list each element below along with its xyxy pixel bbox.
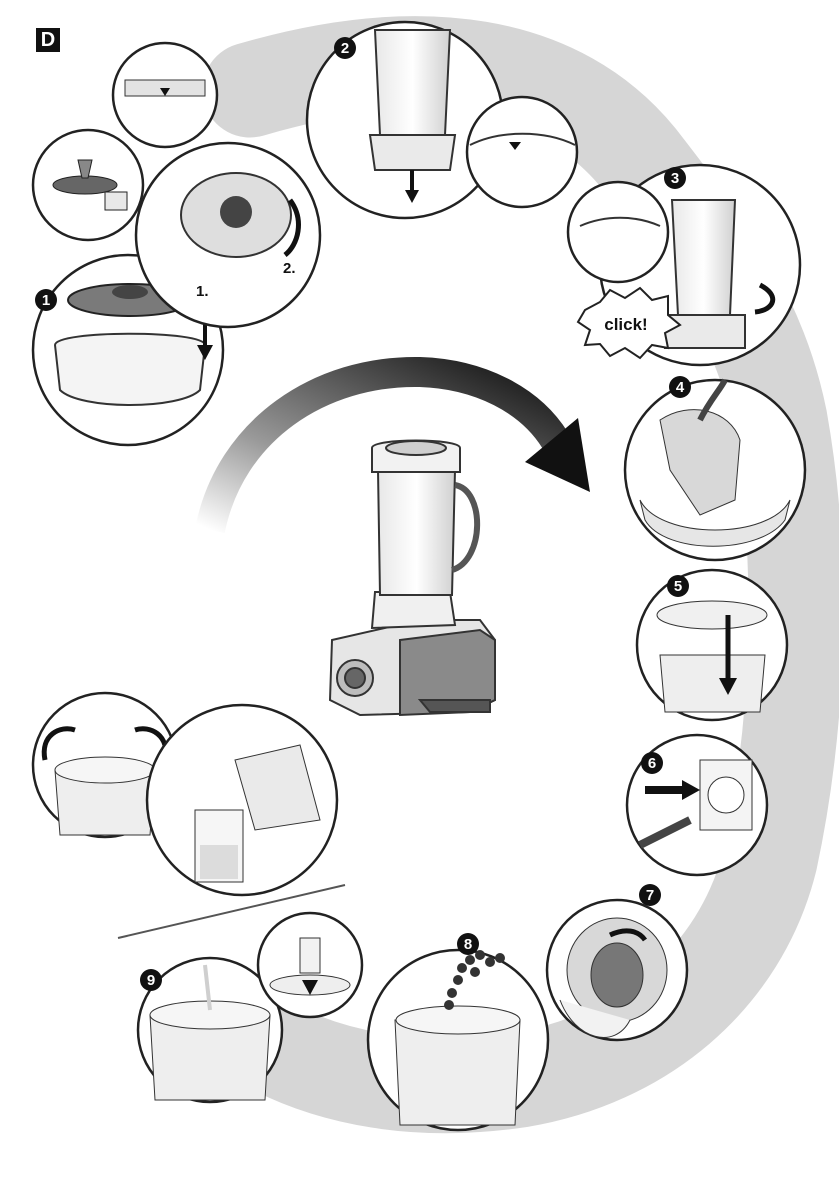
click-callout-text: click! <box>604 315 647 334</box>
svg-text:6: 6 <box>648 755 656 772</box>
step-badge-8: 8 <box>457 933 479 955</box>
step-4-illustration <box>625 380 805 560</box>
step-badge-6: 6 <box>641 752 663 774</box>
blender-illustration <box>330 441 495 716</box>
step-badge-1: 1 <box>35 289 57 311</box>
step-8-illustration <box>368 950 548 1130</box>
svg-text:1: 1 <box>42 292 50 309</box>
step-3-detail-align <box>568 182 668 282</box>
step-badge-9: 9 <box>140 969 162 991</box>
step-5-illustration <box>637 570 787 720</box>
step-7-illustration <box>547 900 687 1040</box>
svg-text:9: 9 <box>147 972 155 989</box>
svg-text:7: 7 <box>646 887 654 904</box>
serve-pour-illustration <box>147 705 337 895</box>
step-badge-7: 7 <box>639 884 661 906</box>
step-9-detail-lid <box>258 913 362 1017</box>
step-1-label-second: 2. <box>283 260 296 277</box>
svg-text:4: 4 <box>676 379 685 396</box>
step-1-detail-ring <box>136 143 320 327</box>
svg-text:2: 2 <box>341 40 349 57</box>
step-badge-2: 2 <box>334 37 356 59</box>
step-1-detail-blade <box>33 130 143 240</box>
step-badge-5: 5 <box>667 575 689 597</box>
step-2-detail-align <box>467 97 577 207</box>
svg-text:8: 8 <box>464 936 472 953</box>
step-badge-4: 4 <box>669 376 691 398</box>
step-badge-3: 3 <box>664 167 686 189</box>
svg-text:3: 3 <box>671 170 679 187</box>
step-1-detail-marker <box>113 43 217 147</box>
svg-text:5: 5 <box>674 578 682 595</box>
step-1-label-first: 1. <box>196 283 209 300</box>
